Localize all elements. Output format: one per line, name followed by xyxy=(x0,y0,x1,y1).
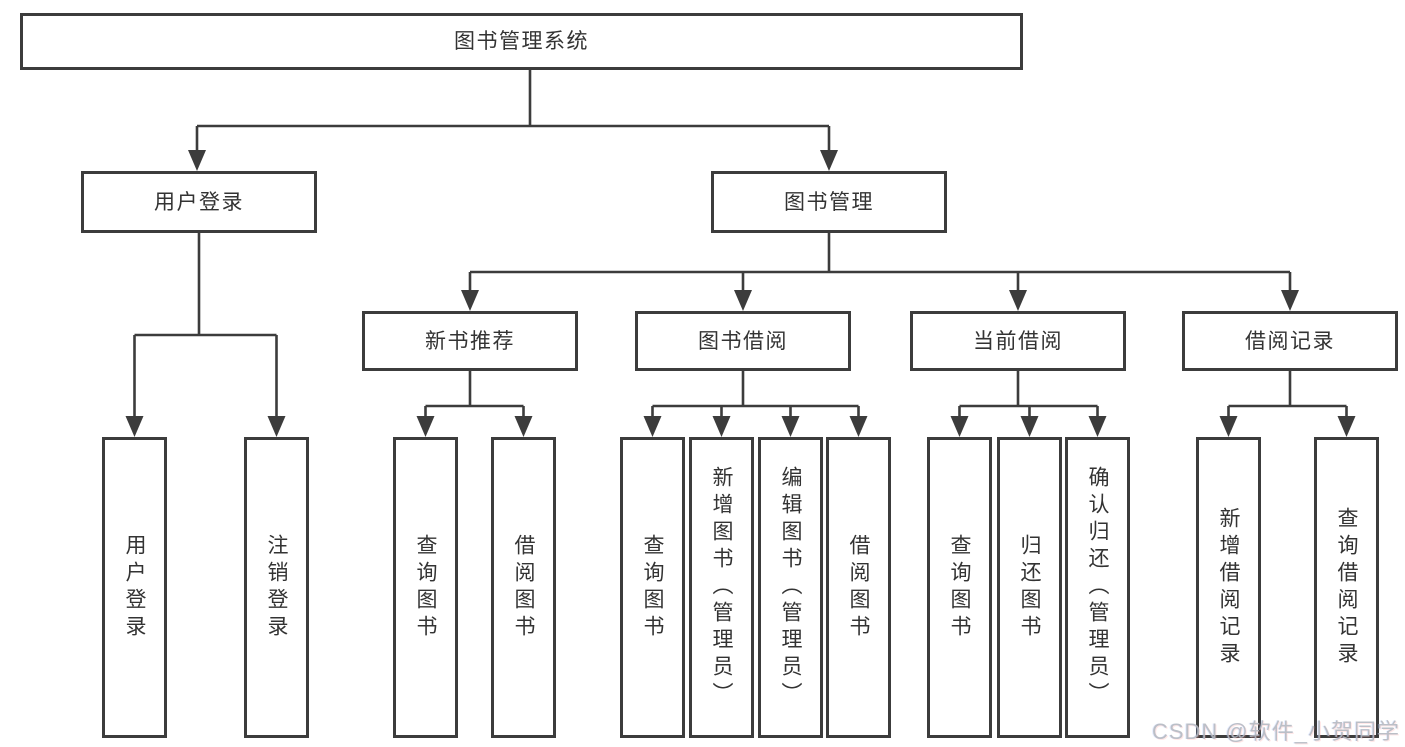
leaf-user-login: 用户登录 xyxy=(102,437,167,738)
leaf-return-book: 归还图书 xyxy=(997,437,1062,738)
tree-edges xyxy=(133,70,1348,422)
node-label: 新书推荐 xyxy=(425,329,515,353)
csdn-watermark: CSDN @软件_小贺同学 xyxy=(1151,719,1400,744)
node-label: 用户登录 xyxy=(123,533,146,642)
arrowhead xyxy=(1337,416,1356,437)
node-label: 注销登录 xyxy=(265,533,288,642)
node-library-management-system: 图书管理系统 xyxy=(20,13,1023,70)
node-label: 借阅图书 xyxy=(847,533,870,642)
node-current-borrow: 当前借阅 xyxy=(910,311,1126,371)
arrowhead xyxy=(125,416,144,437)
leaf-add-book-admin: 新增图书（管理员） xyxy=(689,437,754,738)
node-label: 借阅图书 xyxy=(512,533,535,642)
leaf-add-borrow-record: 新增借阅记录 xyxy=(1196,437,1261,738)
node-label: 确认归还（管理员） xyxy=(1086,466,1109,709)
leaf-borrow-books-borrow: 借阅图书 xyxy=(826,437,891,738)
arrowhead xyxy=(734,290,752,311)
node-book-borrow: 图书借阅 xyxy=(635,311,851,371)
arrowhead xyxy=(950,416,969,437)
node-label: 图书管理系统 xyxy=(454,30,589,53)
node-new-book-recommend: 新书推荐 xyxy=(362,311,578,371)
leaf-query-books-recommend: 查询图书 xyxy=(393,437,458,738)
node-label: 借阅记录 xyxy=(1245,329,1335,353)
arrowhead xyxy=(712,416,731,437)
leaf-query-borrow-record: 查询借阅记录 xyxy=(1314,437,1379,738)
node-label: 查询借阅记录 xyxy=(1335,506,1358,669)
arrowhead xyxy=(820,150,838,171)
arrowhead xyxy=(1009,290,1027,311)
node-book-management: 图书管理 xyxy=(711,171,947,233)
node-borrow-records: 借阅记录 xyxy=(1182,311,1398,371)
node-label: 当前借阅 xyxy=(973,329,1063,353)
arrowhead xyxy=(461,290,479,311)
node-label: 查询图书 xyxy=(414,533,437,642)
leaf-query-books-borrow: 查询图书 xyxy=(620,437,685,738)
node-label: 归还图书 xyxy=(1018,533,1041,642)
node-label: 编辑图书（管理员） xyxy=(779,466,802,709)
leaf-query-books-current: 查询图书 xyxy=(927,437,992,738)
leaf-confirm-return-admin: 确认归还（管理员） xyxy=(1065,437,1130,738)
node-label: 图书借阅 xyxy=(698,329,788,353)
arrowhead xyxy=(267,416,286,437)
node-label: 新增借阅记录 xyxy=(1217,506,1240,669)
node-user-login: 用户登录 xyxy=(81,171,317,233)
node-label: 查询图书 xyxy=(641,533,664,642)
arrowhead xyxy=(416,416,435,437)
node-label: 图书管理 xyxy=(784,190,874,214)
node-label: 查询图书 xyxy=(948,533,971,642)
arrowhead xyxy=(1281,290,1299,311)
node-label: 用户登录 xyxy=(154,190,244,214)
arrowhead xyxy=(1219,416,1238,437)
arrowhead xyxy=(849,416,868,437)
arrowhead xyxy=(643,416,662,437)
leaf-edit-book-admin: 编辑图书（管理员） xyxy=(758,437,823,738)
leaf-logout: 注销登录 xyxy=(244,437,309,738)
arrowhead xyxy=(1020,416,1039,437)
arrowhead xyxy=(781,416,800,437)
leaf-borrow-books-recommend: 借阅图书 xyxy=(491,437,556,738)
arrowhead xyxy=(1088,416,1107,437)
node-label: 新增图书（管理员） xyxy=(710,466,733,709)
arrowhead xyxy=(514,416,533,437)
arrowhead xyxy=(188,150,206,171)
